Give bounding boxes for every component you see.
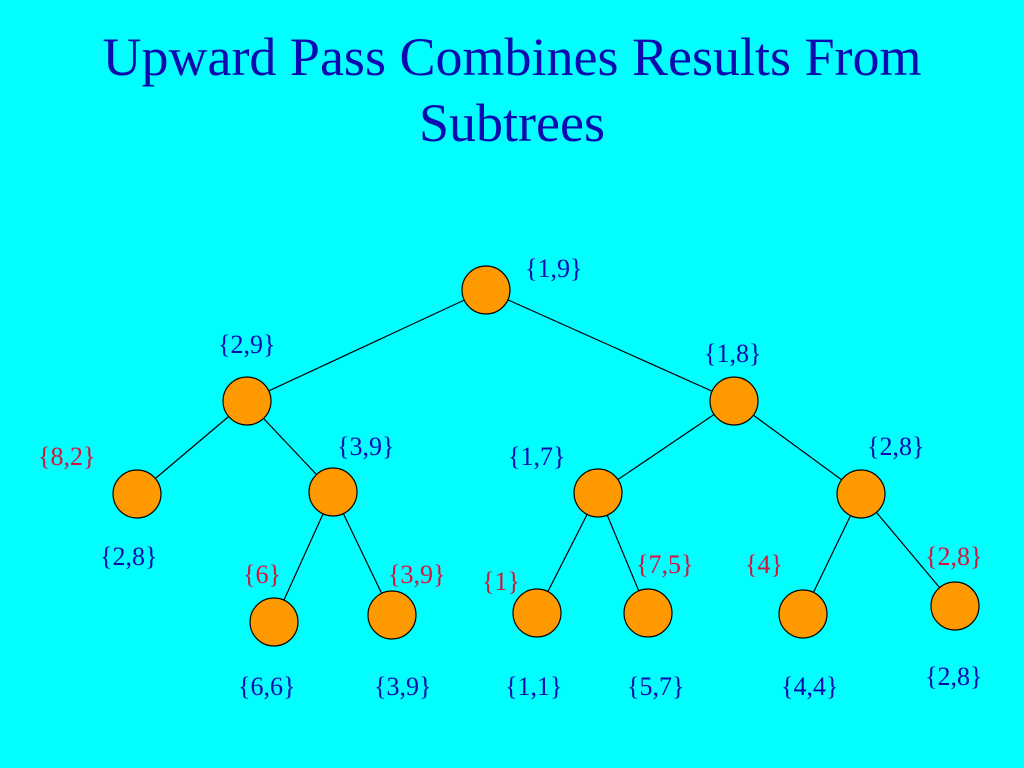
leaf-node [367, 590, 417, 640]
tree-nodes [112, 265, 980, 647]
leaf-node [623, 588, 673, 638]
slide-title-line1: Upward Pass Combines Results From [102, 27, 922, 87]
edge-root-right [485, 289, 735, 402]
node-right-right [836, 469, 886, 519]
tree-labels: {1,9} {2,9} {1,8} {8,2} {2,8} {3,9} {1,7… [38, 254, 982, 701]
label-right-right: {2,8} [867, 432, 924, 461]
leaf-label: {3,9} [388, 560, 445, 589]
leaf-below-label: {2,8} [925, 662, 982, 691]
leaf-below-label: {3,9} [374, 672, 431, 701]
node-left-right [308, 467, 358, 517]
label-root: {1,9} [525, 254, 582, 283]
label-left: {2,9} [218, 330, 275, 359]
label-left-right: {3,9} [337, 432, 394, 461]
label-right-left: {1,7} [508, 442, 565, 471]
node-left [222, 376, 272, 426]
leaf-node [930, 581, 980, 631]
leaf-label: {7,5} [636, 550, 693, 579]
slide-title-line2: Subtrees [419, 93, 605, 153]
leaf-below-label: {6,6} [238, 672, 295, 701]
node-right [709, 376, 759, 426]
leaf-label: {4} [745, 550, 783, 579]
edge-right-rightleft [597, 400, 735, 494]
node-right-left [573, 468, 623, 518]
leaf-node [249, 597, 299, 647]
leaf-label: {6} [243, 560, 281, 589]
edge-root-left [246, 289, 487, 402]
leaf-below-label: {5,7} [627, 672, 684, 701]
leaf-node [512, 588, 562, 638]
label-left-left: {8,2} [38, 442, 95, 471]
label-left-left-below: {2,8} [100, 542, 157, 571]
label-right: {1,8} [704, 339, 761, 368]
leaf-label: {2,8} [925, 542, 982, 571]
leaf-below-label: {1,1} [505, 672, 562, 701]
leaf-below-label: {4,4} [781, 672, 838, 701]
node-left-left [112, 469, 162, 519]
node-root [461, 265, 511, 315]
leaf-label: {1} [482, 567, 520, 596]
leaf-node [778, 589, 828, 639]
slide-title: Upward Pass Combines Results From Subtre… [0, 24, 1024, 156]
edge-right-rightright [733, 400, 862, 495]
